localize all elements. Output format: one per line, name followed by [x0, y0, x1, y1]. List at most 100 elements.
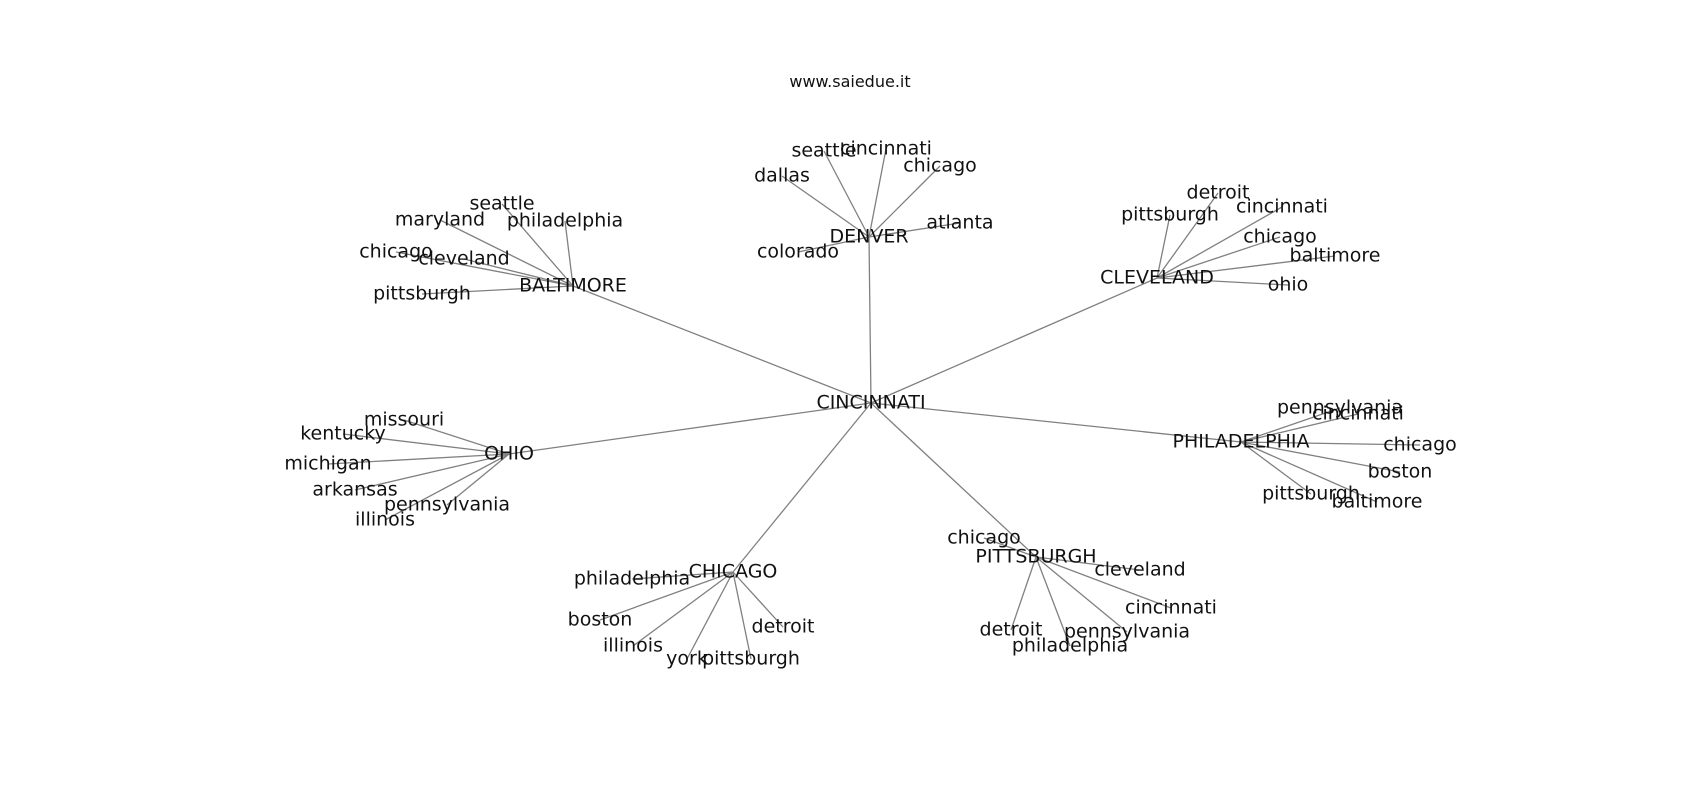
- leaf-node: cleveland: [1094, 559, 1185, 581]
- leaf-node: missouri: [364, 409, 444, 431]
- hub-node: CLEVELAND: [1100, 267, 1214, 289]
- leaf-node: pittsburgh: [1121, 204, 1219, 226]
- leaf-node: pittsburgh: [702, 648, 800, 670]
- leaf-node: detroit: [980, 619, 1043, 641]
- labels-layer: CINCINNATIDENVERseattlecincinnatichicago…: [284, 138, 1456, 670]
- leaf-node: chicago: [1243, 226, 1317, 248]
- edge-hub-2-leaf-3: [1156, 236, 1281, 279]
- edge-hub-3-leaf-4: [446, 453, 510, 506]
- leaf-node: chicago: [947, 527, 1021, 549]
- edge-center-to-hub-3: [508, 402, 872, 455]
- edge-hub-1-leaf-0: [501, 203, 574, 287]
- leaf-node: chicago: [903, 155, 977, 177]
- leaf-node: chicago: [359, 241, 433, 263]
- leaf-node: illinois: [603, 635, 663, 657]
- leaf-node: baltimore: [1290, 245, 1381, 267]
- edge-hub-0-leaf-5: [797, 236, 870, 253]
- leaf-node: philadelphia: [574, 568, 690, 590]
- edges-layer: [327, 148, 1421, 660]
- edge-hub-5-leaf-0: [631, 571, 734, 580]
- hub-node: BALTIMORE: [519, 275, 627, 297]
- edge-hub-6-leaf-0: [983, 537, 1037, 558]
- edge-hub-0-leaf-1: [868, 148, 887, 238]
- edge-center-to-hub-0: [868, 236, 872, 404]
- edge-hub-6-leaf-1: [1035, 556, 1141, 571]
- edge-hub-3-leaf-5: [384, 453, 510, 521]
- leaf-node: atlanta: [926, 212, 993, 234]
- leaf-node: cincinnati: [1236, 196, 1328, 218]
- edge-hub-2-leaf-1: [1156, 214, 1171, 279]
- edge-hub-3-leaf-2: [327, 453, 510, 465]
- edge-hub-5-leaf-1: [599, 571, 734, 621]
- leaf-node: pennsylvania: [1277, 397, 1403, 419]
- leaf-node: detroit: [752, 616, 815, 638]
- edge-hub-2-leaf-0: [1156, 192, 1219, 279]
- leaf-node: detroit: [1187, 182, 1250, 204]
- edge-hub-3-leaf-3: [354, 453, 510, 491]
- edge-hub-4-leaf-2: [1240, 441, 1421, 446]
- edge-hub-6-leaf-3: [1035, 556, 1128, 633]
- edge-hub-3-leaf-0: [403, 419, 510, 455]
- center-node: CINCINNATI: [816, 392, 925, 414]
- edge-hub-1-leaf-2: [564, 220, 574, 287]
- edge-center-to-hub-4: [870, 402, 1242, 443]
- edge-hub-1-leaf-4: [463, 258, 574, 287]
- leaf-node: seattle: [791, 140, 856, 162]
- edge-center-to-hub-6: [870, 402, 1037, 558]
- leaf-node: cincinnati: [840, 138, 932, 160]
- edge-hub-6-leaf-2: [1035, 556, 1172, 609]
- edge-hub-3-leaf-1: [342, 433, 510, 455]
- leaf-node: boston: [568, 609, 633, 631]
- leaf-node: cleveland: [418, 248, 509, 270]
- edge-hub-6-leaf-4: [1010, 556, 1037, 631]
- leaf-node: colorado: [757, 241, 839, 263]
- edge-hub-4-leaf-4: [1240, 441, 1312, 495]
- leaf-node: philadelphia: [1012, 635, 1128, 657]
- leaf-node: cincinnati: [1125, 597, 1217, 619]
- edge-hub-2-leaf-4: [1156, 255, 1336, 279]
- leaf-node: cincinnati: [1312, 403, 1404, 425]
- edge-hub-5-leaf-4: [732, 571, 752, 660]
- edge-hub-0-leaf-4: [868, 222, 961, 238]
- edge-hub-1-leaf-1: [439, 219, 574, 287]
- edge-hub-2-leaf-5: [1156, 277, 1289, 286]
- edge-center-to-hub-2: [870, 277, 1158, 404]
- leaf-node: pennsylvania: [384, 494, 510, 516]
- edge-hub-0-leaf-2: [868, 165, 941, 238]
- leaf-node: pittsburgh: [373, 283, 471, 305]
- edge-hub-2-leaf-2: [1156, 206, 1283, 279]
- leaf-node: pittsburgh: [1262, 483, 1360, 505]
- leaf-node: pennsylvania: [1064, 621, 1190, 643]
- edge-center-to-hub-1: [572, 285, 872, 404]
- leaf-node: kentucky: [300, 423, 386, 445]
- edge-hub-4-leaf-3: [1240, 441, 1401, 473]
- hub-node: PITTSBURGH: [975, 546, 1096, 568]
- leaf-node: baltimore: [1332, 491, 1423, 513]
- hub-node: CHICAGO: [689, 561, 778, 583]
- edge-hub-1-leaf-3: [395, 251, 574, 287]
- leaf-node: michigan: [284, 453, 371, 475]
- edge-center-to-hub-5: [732, 402, 872, 573]
- hub-node: PHILADELPHIA: [1173, 431, 1310, 453]
- leaf-node: illinois: [355, 509, 415, 531]
- leaf-node: arkansas: [312, 479, 397, 501]
- leaf-node: dallas: [754, 165, 810, 187]
- leaf-node: boston: [1368, 461, 1433, 483]
- leaf-node: ohio: [1268, 274, 1309, 296]
- leaf-node: maryland: [395, 209, 485, 231]
- diagram-title: www.saiedue.it: [789, 72, 911, 91]
- edge-hub-0-leaf-0: [823, 150, 870, 238]
- hub-node: OHIO: [484, 443, 534, 465]
- edge-hub-0-leaf-3: [781, 175, 870, 238]
- edge-hub-4-leaf-5: [1240, 441, 1378, 503]
- edge-hub-4-leaf-1: [1240, 413, 1359, 443]
- edge-hub-4-leaf-0: [1240, 407, 1341, 443]
- edge-hub-5-leaf-2: [632, 571, 734, 647]
- leaf-node: philadelphia: [507, 210, 623, 232]
- leaf-node: seattle: [469, 193, 534, 215]
- edge-hub-6-leaf-5: [1035, 556, 1071, 647]
- leaf-node: chicago: [1383, 434, 1457, 456]
- leaf-node: york: [666, 648, 708, 670]
- edge-hub-1-leaf-5: [421, 285, 574, 295]
